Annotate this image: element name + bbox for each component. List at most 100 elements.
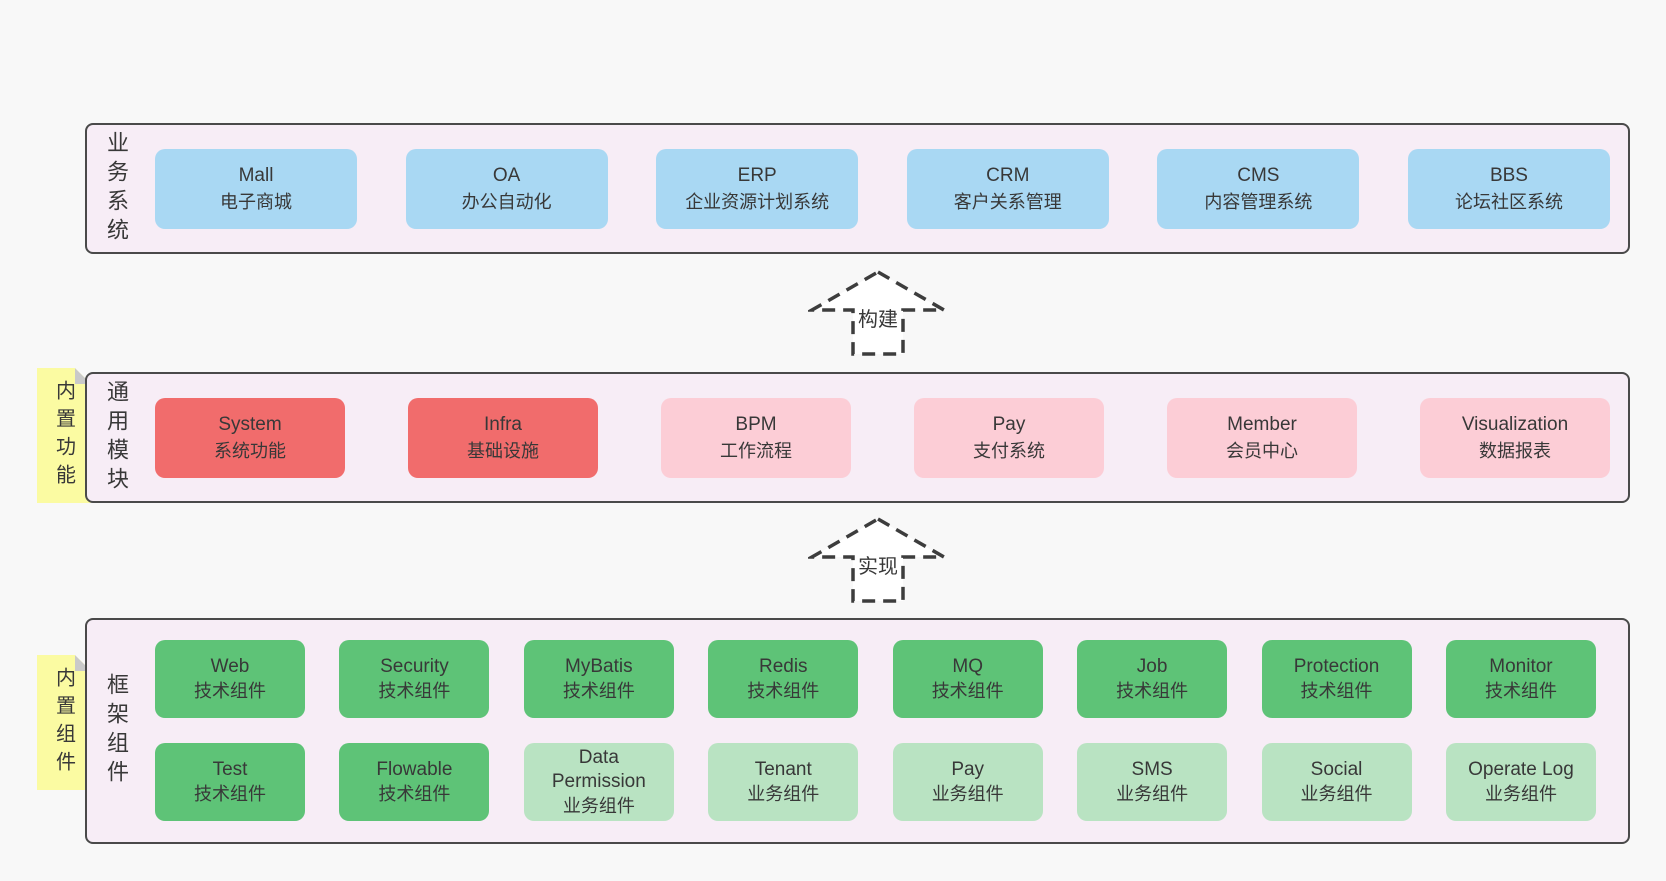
box-subtitle: 内容管理系统 [1204, 191, 1313, 212]
box-title: Mall [238, 164, 274, 186]
box-operate-log: Operate Log 业务组件 [1445, 743, 1596, 821]
box-subtitle: 支付系统 [973, 440, 1045, 461]
box-subtitle: 技术组件 [378, 681, 451, 701]
box-title: Protection [1293, 656, 1380, 677]
box-infra: Infra 基础设施 [408, 397, 598, 478]
box-title: Infra [483, 413, 523, 435]
box-protection: Protection 技术组件 [1261, 640, 1412, 718]
box-title: Pay [992, 413, 1026, 435]
box-title: Data Permission [551, 747, 646, 792]
component-row: Web 技术组件 Security 技术组件 MyBatis 技术组件 Redi… [155, 640, 1596, 718]
box-pay: Pay 支付系统 [914, 397, 1104, 478]
up-arrow-icon [808, 269, 948, 356]
box-title: CMS [1237, 164, 1280, 186]
band-label: 通用模块 [95, 374, 137, 501]
band-label-text: 通用模块 [104, 379, 129, 496]
box-title: ERP [737, 164, 777, 186]
box-oa: OA 办公自动化 [405, 148, 608, 229]
box-title: Job [1136, 656, 1168, 677]
band-label-text: 业务系统 [104, 130, 129, 247]
band-framework-components: 框架组件 Web 技术组件 Security 技术组件 MyBatis 技术组件… [85, 618, 1630, 844]
box-title: Member [1227, 413, 1297, 435]
box-erp: ERP 企业资源计划系统 [656, 148, 859, 229]
note-text: 内置功能 [52, 379, 75, 492]
box-title: Visualization [1461, 413, 1569, 435]
box-subtitle: 系统功能 [214, 440, 286, 461]
box-job: Job 技术组件 [1077, 640, 1228, 718]
box-subtitle: 技术组件 [931, 681, 1004, 701]
component-row: Test 技术组件 Flowable 技术组件 Data Permission … [155, 743, 1596, 821]
box-subtitle: 技术组件 [1484, 681, 1557, 701]
arrow-label: 构建 [858, 308, 898, 331]
box-subtitle: 企业资源计划系统 [685, 191, 830, 212]
up-arrow-icon [808, 516, 948, 603]
box-title: Tenant [754, 759, 812, 780]
band-label: 业务系统 [95, 125, 137, 252]
box-title: Security [380, 656, 449, 677]
box-system: System 系统功能 [155, 397, 345, 478]
box-bbs: BBS 论坛社区系统 [1407, 148, 1610, 229]
box-subtitle: 技术组件 [562, 681, 635, 701]
box-subtitle: 业务组件 [1484, 784, 1557, 804]
component-grid: Web 技术组件 Security 技术组件 MyBatis 技术组件 Redi… [155, 640, 1596, 821]
band-business-systems: 业务系统 Mall 电子商城 OA 办公自动化 ERP 企业资源计划系统 CRM… [85, 123, 1630, 254]
band-row: System 系统功能 Infra 基础设施 BPM 工作流程 Pay 支付系统… [155, 374, 1610, 501]
box-subtitle: 办公自动化 [461, 191, 552, 212]
box-title: Pay [951, 759, 985, 780]
box-subtitle: 业务组件 [747, 784, 820, 804]
box-subtitle: 业务组件 [562, 796, 635, 816]
box-subtitle: 技术组件 [747, 681, 820, 701]
box-subtitle: 基础设施 [467, 440, 539, 461]
box-sms: SMS 业务组件 [1077, 743, 1228, 821]
box-title: CRM [986, 164, 1030, 186]
box-title: OA [492, 164, 521, 186]
box-data-permission: Data Permission 业务组件 [523, 743, 674, 821]
box-bpm: BPM 工作流程 [661, 397, 851, 478]
box-subtitle: 数据报表 [1479, 440, 1551, 461]
box-flowable: Flowable 技术组件 [339, 743, 490, 821]
box-title: Social [1310, 759, 1363, 780]
arrow-label: 实现 [858, 555, 898, 578]
box-title: MQ [952, 656, 983, 677]
box-visualization: Visualization 数据报表 [1420, 397, 1610, 478]
box-security: Security 技术组件 [339, 640, 490, 718]
box-title: MyBatis [565, 656, 633, 677]
arrow-implement: 实现 [808, 516, 948, 603]
box-subtitle: 技术组件 [378, 784, 451, 804]
box-subtitle: 技术组件 [1116, 681, 1189, 701]
box-subtitle: 工作流程 [720, 440, 792, 461]
box-redis: Redis 技术组件 [708, 640, 859, 718]
box-title: Redis [758, 656, 808, 677]
box-subtitle: 技术组件 [1300, 681, 1373, 701]
box-subtitle: 论坛社区系统 [1454, 191, 1563, 212]
band-label-text: 框架组件 [104, 673, 129, 789]
box-title: Flowable [376, 759, 453, 780]
box-pay-business: Pay 业务组件 [892, 743, 1043, 821]
box-title: BBS [1489, 164, 1528, 186]
box-subtitle: 业务组件 [1300, 784, 1373, 804]
band-row: Mall 电子商城 OA 办公自动化 ERP 企业资源计划系统 CRM 客户关系… [155, 125, 1610, 252]
band-label: 框架组件 [95, 620, 137, 842]
box-title: Web [210, 656, 250, 677]
box-cms: CMS 内容管理系统 [1157, 148, 1360, 229]
box-subtitle: 客户关系管理 [953, 191, 1062, 212]
note-built-in-features: 内置功能 [37, 368, 91, 503]
box-member: Member 会员中心 [1167, 397, 1357, 478]
arrow-build: 构建 [808, 269, 948, 356]
box-test: Test 技术组件 [155, 743, 305, 821]
box-mq: MQ 技术组件 [892, 640, 1043, 718]
box-title: BPM [735, 413, 777, 435]
box-title: Test [212, 759, 248, 780]
box-subtitle: 业务组件 [931, 784, 1004, 804]
box-web: Web 技术组件 [155, 640, 305, 718]
box-monitor: Monitor 技术组件 [1445, 640, 1596, 718]
box-subtitle: 技术组件 [194, 784, 266, 804]
box-social: Social 业务组件 [1261, 743, 1412, 821]
box-subtitle: 会员中心 [1226, 440, 1298, 461]
box-mybatis: MyBatis 技术组件 [523, 640, 674, 718]
note-built-in-components: 内置组件 [37, 655, 91, 790]
box-title: Operate Log [1468, 759, 1574, 780]
note-text: 内置组件 [52, 666, 75, 779]
box-subtitle: 电子商城 [220, 191, 292, 212]
